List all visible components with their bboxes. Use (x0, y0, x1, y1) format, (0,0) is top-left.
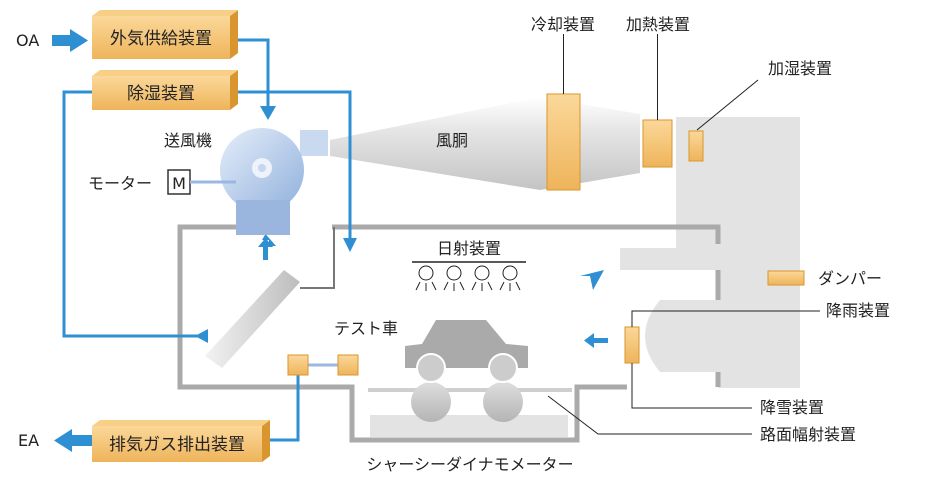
snow-device-label: 降雪装置 (760, 398, 824, 417)
test-vehicle (405, 320, 528, 383)
solar-radiation-device: 日射装置 (412, 239, 526, 291)
oa-label: OA (16, 31, 39, 50)
damper-label: ダンパー (818, 269, 882, 288)
flow-arrowheads (195, 106, 357, 343)
ea-label: EA (18, 431, 39, 450)
exhaust-gas-device-box: 排気ガス排出装置 (92, 420, 270, 462)
ea-arrow: EA (18, 429, 92, 452)
chamber-walls (177, 224, 721, 443)
heater-label: 加熱装置 (626, 15, 690, 34)
road-radiation-device: 路面幅射装置 (547, 395, 856, 444)
outdoor-air-supply-box: 外気供給装置 (92, 10, 238, 59)
cooler-label: 冷却装置 (531, 15, 595, 34)
blower-label: 送風機 (164, 131, 212, 150)
up-arrow (258, 238, 273, 260)
chassis-dynamometer-label: シャーシーダイナモメーター (366, 455, 573, 474)
cooler: 冷却装置 (531, 15, 595, 191)
exhaust-pipe (205, 227, 335, 368)
wind-tunnel-label: 風胴 (436, 131, 468, 150)
blower (220, 128, 328, 235)
humidifier-label: 加湿装置 (768, 59, 832, 78)
air-flow-lines (62, 38, 352, 442)
dehumidifier-box: 除湿装置 (92, 70, 238, 110)
rain-snow-device: 降雨装置 降雪装置 (624, 301, 890, 417)
motor: モーター M (88, 169, 236, 195)
chassis-dynamometer (368, 382, 572, 437)
humidifier: 加湿装置 (688, 59, 832, 162)
heater: 加熱装置 (626, 15, 690, 168)
motor-symbol: M (172, 174, 186, 193)
rain-device-label: 降雨装置 (826, 301, 890, 320)
test-vehicle-label: テスト車 (334, 319, 398, 338)
exhaust-connector (287, 354, 359, 376)
outdoor-air-supply-label: 外気供給装置 (110, 29, 212, 49)
damper: ダンパー (767, 269, 882, 288)
exhaust-gas-device-label: 排気ガス排出装置 (109, 435, 245, 455)
dynamometer-roller (483, 382, 523, 422)
oa-arrow: OA (16, 29, 88, 52)
road-radiation-label: 路面幅射装置 (760, 425, 856, 444)
return-duct (620, 117, 800, 388)
wind-tunnel: 風胴 (330, 97, 640, 190)
dynamometer-roller (411, 382, 451, 422)
inflow-arrows (580, 270, 608, 348)
solar-radiation-label: 日射装置 (437, 239, 501, 258)
dehumidifier-label: 除湿装置 (127, 84, 195, 104)
motor-label: モーター (88, 174, 152, 193)
